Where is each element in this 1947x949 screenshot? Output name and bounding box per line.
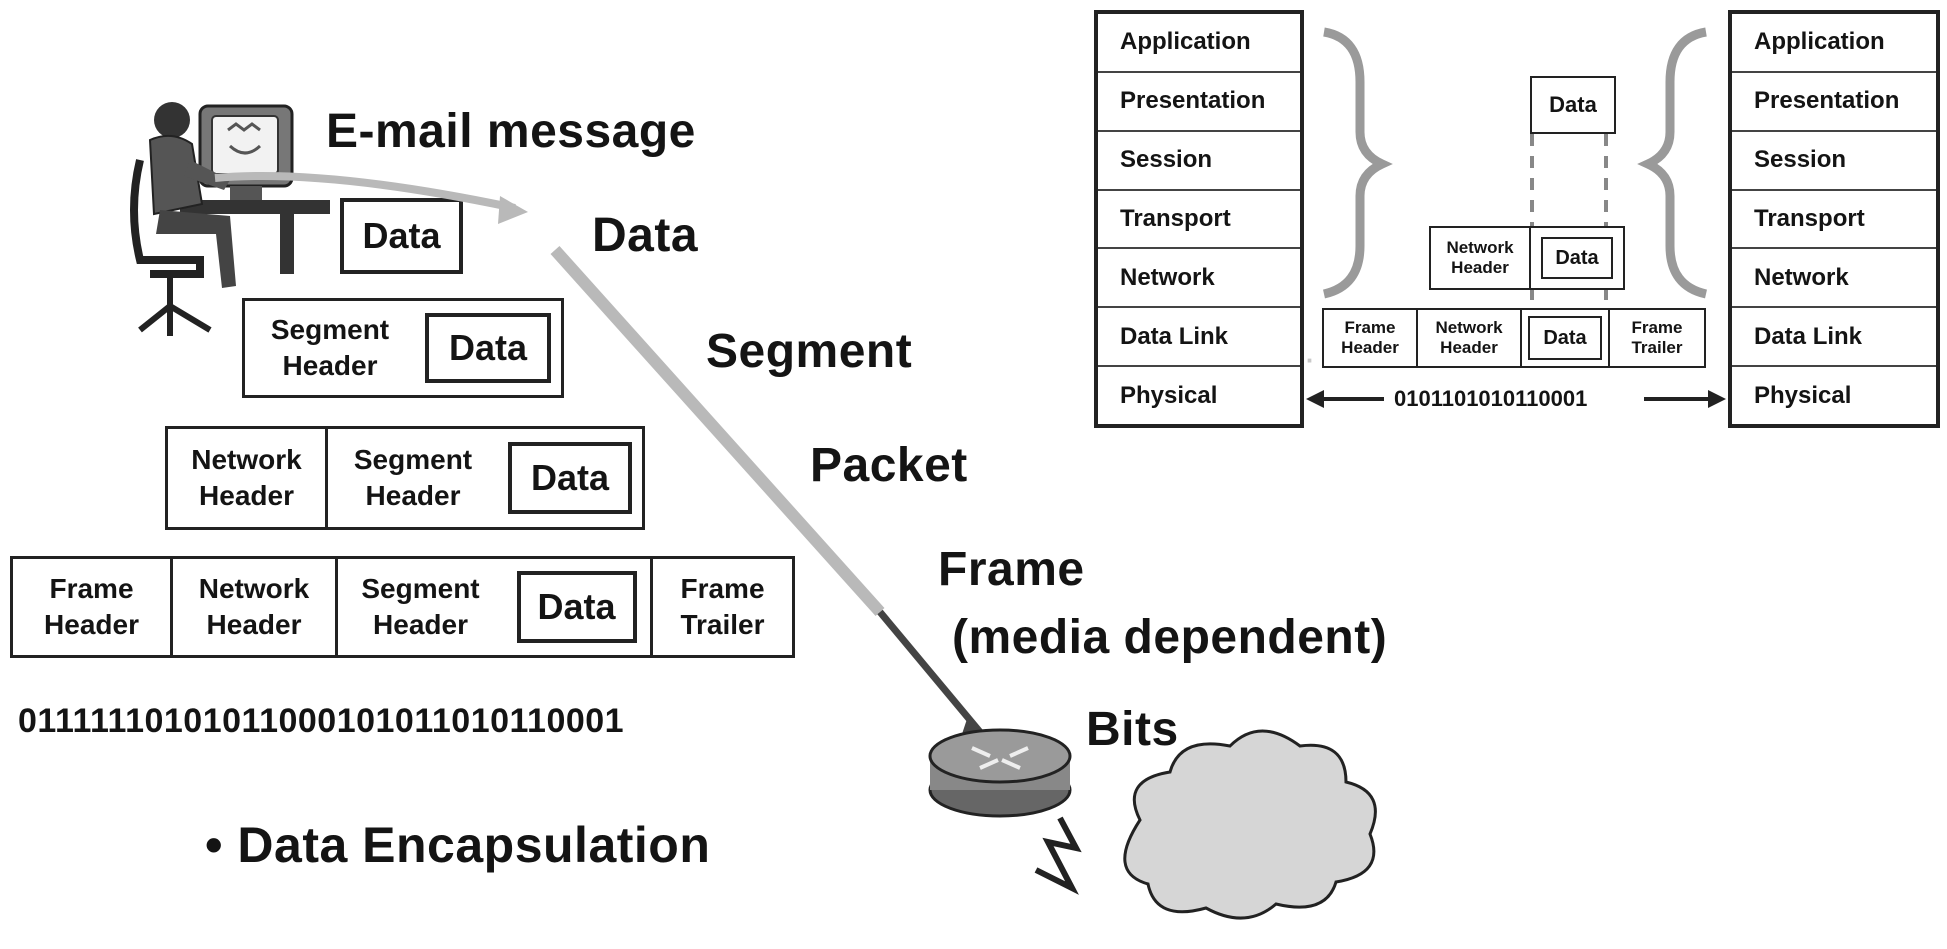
osi-layer: Session — [1732, 132, 1936, 191]
osi-layer: Transport — [1098, 191, 1300, 250]
osi-layer: Session — [1098, 132, 1300, 191]
frame-header-cell: Frame Header — [13, 559, 173, 655]
user-at-computer-icon — [130, 102, 330, 336]
frame-trailer-cell: Frame Trailer — [680, 573, 765, 640]
osi-layer: Network — [1732, 249, 1936, 309]
segment-header-cell: Segment Header — [270, 314, 390, 381]
osi-frame-trailer: Frame Trailer — [1631, 318, 1683, 357]
osi-data-box: Data — [1530, 76, 1616, 134]
packet-row: Network Header Segment Header Data — [165, 426, 645, 530]
osi-frame-network-header: Network Header — [1418, 310, 1522, 366]
diagonal-arrow-dark — [877, 609, 988, 741]
osi-layer: Presentation — [1732, 73, 1936, 132]
osi-layer: Data Link — [1732, 308, 1936, 368]
caption: • Data Encapsulation — [205, 817, 711, 873]
label-packet: Packet — [810, 439, 968, 492]
label-frame: Frame — [938, 543, 1085, 596]
osi-frame-header: Frame Header — [1324, 310, 1418, 366]
left-brace — [1322, 27, 1393, 299]
osi-layer: Network — [1098, 249, 1300, 309]
osi-stack-left: Application Presentation Session Transpo… — [1094, 10, 1304, 428]
segment-data-cell: Data — [425, 313, 551, 383]
network-cloud-icon — [1123, 729, 1377, 920]
osi-stack-right: Application Presentation Session Transpo… — [1728, 10, 1940, 428]
email-arrowhead — [498, 196, 528, 224]
osi-packet-data: Data — [1541, 237, 1613, 279]
osi-bitstream: 0101101010110001 — [1394, 386, 1588, 411]
label-segment: Segment — [706, 325, 913, 378]
network-header-cell: Network Header — [173, 559, 338, 655]
osi-frame-data: Data — [1528, 316, 1602, 360]
osi-layer: Transport — [1732, 191, 1936, 250]
osi-layer: Physical — [1120, 381, 1218, 409]
osi-layer: Data Link — [1098, 308, 1300, 368]
osi-layer: Physical — [1754, 381, 1852, 409]
segment-header-cell: Segment Header — [353, 444, 473, 511]
osi-network-header: Network Header — [1431, 228, 1531, 288]
osi-packet: Network Header Data — [1429, 226, 1625, 290]
osi-bits-arrows — [1306, 390, 1726, 408]
osi-layer: Application — [1098, 14, 1300, 73]
email-arrow — [214, 172, 516, 212]
right-brace — [1637, 27, 1708, 299]
osi-frame: Frame Header Network Header Data Frame T… — [1322, 308, 1706, 368]
label-frame-note: (media dependent) — [952, 611, 1388, 664]
label-bits: Bits — [1086, 703, 1179, 756]
frame-data-cell: Data — [516, 571, 637, 643]
serial-link-icon — [1034, 816, 1082, 895]
network-header-cell: Network Header — [168, 429, 328, 527]
label-data: Data — [592, 209, 699, 262]
segment-header-cell: Segment Header — [361, 573, 480, 640]
email-message-label: E-mail message — [326, 105, 696, 158]
osi-layer: Presentation — [1098, 73, 1300, 132]
segment-row: Segment Header Data — [242, 298, 564, 398]
data-box: Data — [340, 198, 463, 274]
osi-layer: Application — [1732, 14, 1936, 73]
bitstream: 01111110101011000101011010110001 — [18, 702, 625, 740]
diagonal-arrow — [550, 245, 885, 617]
packet-data-cell: Data — [508, 442, 632, 514]
frame-row: Frame Header Network Header Segment Head… — [10, 556, 795, 658]
